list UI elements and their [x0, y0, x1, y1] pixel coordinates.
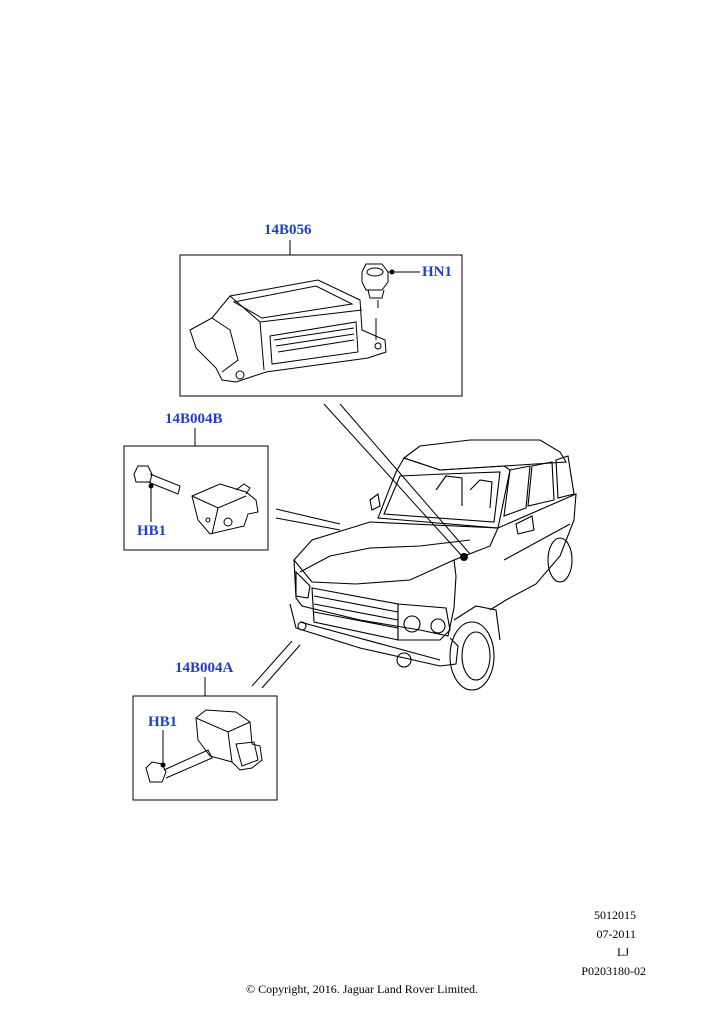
sensor-b-box [123, 445, 269, 551]
meta-ref: P0203180-02 [581, 964, 646, 978]
sensor-a-illustration [145, 709, 263, 783]
pointer-sensor-b-1 [275, 508, 341, 525]
copyright-notice: © Copyright, 2016. Jaguar Land Rover Lim… [245, 982, 479, 996]
pointer-module-2 [339, 403, 471, 555]
pointer-sensor-a-1 [251, 640, 293, 687]
module-location-marker [460, 553, 468, 561]
pointer-sensor-b-2 [275, 517, 341, 531]
bolt-b-marker [148, 483, 154, 489]
control-module-illustration [189, 279, 387, 383]
nut-marker [389, 269, 395, 275]
callout-bolt-b[interactable]: HB1 [137, 523, 167, 539]
sensor-a-box [132, 695, 278, 801]
module-box [179, 254, 463, 397]
callout-nut[interactable]: HN1 [422, 264, 452, 280]
meta-initials: LJ [617, 945, 629, 959]
bolt-a-marker [160, 762, 166, 768]
sensor-b-illustration [133, 465, 259, 535]
nut-illustration [361, 263, 389, 340]
callout-sensor-a[interactable]: 14B004A [175, 660, 234, 676]
callout-module[interactable]: 14B056 [264, 222, 312, 238]
meta-code: 5012015 [594, 908, 636, 922]
callout-sensor-b[interactable]: 14B004B [165, 411, 223, 427]
pointer-sensor-a-2 [261, 644, 301, 689]
callout-bolt-a[interactable]: HB1 [148, 714, 178, 730]
meta-date: 07-2011 [596, 927, 636, 941]
vehicle-illustration [289, 439, 577, 691]
